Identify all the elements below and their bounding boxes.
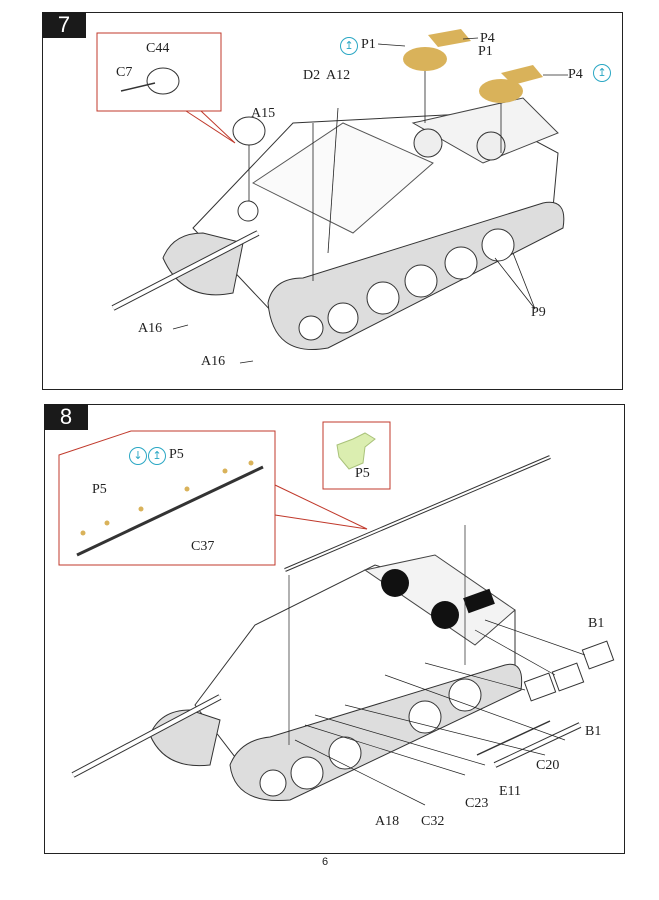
part-label-p9: P9	[531, 305, 546, 320]
photo-etch-flip-icon: ↥	[593, 64, 611, 82]
bend-down-icon: ↓	[129, 447, 147, 465]
page-number: 6	[322, 856, 329, 868]
part-label-p1: P1	[478, 44, 493, 59]
detail-callout	[96, 32, 222, 112]
part-label-a16: A16	[201, 354, 226, 369]
part-label-d2: D2	[303, 68, 321, 83]
step-8-diagram	[58, 421, 615, 806]
part-label-p5-detail: P5	[355, 466, 370, 481]
part-label-c23: C23	[465, 796, 489, 811]
part-label-a15: A15	[251, 106, 276, 121]
part-label-c7: C7	[116, 65, 133, 80]
part-label-p5: P5	[92, 482, 107, 497]
part-label-c32: C32	[421, 814, 445, 829]
part-label-e11: E11	[499, 784, 522, 799]
part-label-c44: C44	[146, 41, 170, 56]
part-label-p4: P4	[480, 31, 495, 46]
part-label-p1: P1	[361, 37, 376, 52]
part-label-a18: A18	[375, 814, 400, 829]
part-label-b1: B1	[585, 724, 602, 739]
part-label-b1: B1	[588, 616, 605, 631]
detail-callout	[58, 430, 276, 566]
photo-etch-flip-icon: ↥	[340, 37, 358, 55]
part-label-c20: C20	[536, 758, 560, 773]
part-label-p5: P5	[169, 447, 184, 462]
step-7-diagram	[96, 29, 568, 364]
part-label-a16: A16	[138, 321, 163, 336]
step-number: 7	[42, 12, 86, 38]
resin-detail-box	[322, 421, 391, 490]
step-number: 8	[44, 404, 88, 430]
step-8-panel: 8 ↓	[44, 404, 625, 854]
part-label-a12: A12	[326, 68, 351, 83]
part-label-p4: P4	[568, 67, 583, 82]
part-label-c37: C37	[191, 539, 215, 554]
photo-etch-flip-icon: ↥	[148, 447, 166, 465]
step-7-panel: 7	[42, 12, 623, 390]
